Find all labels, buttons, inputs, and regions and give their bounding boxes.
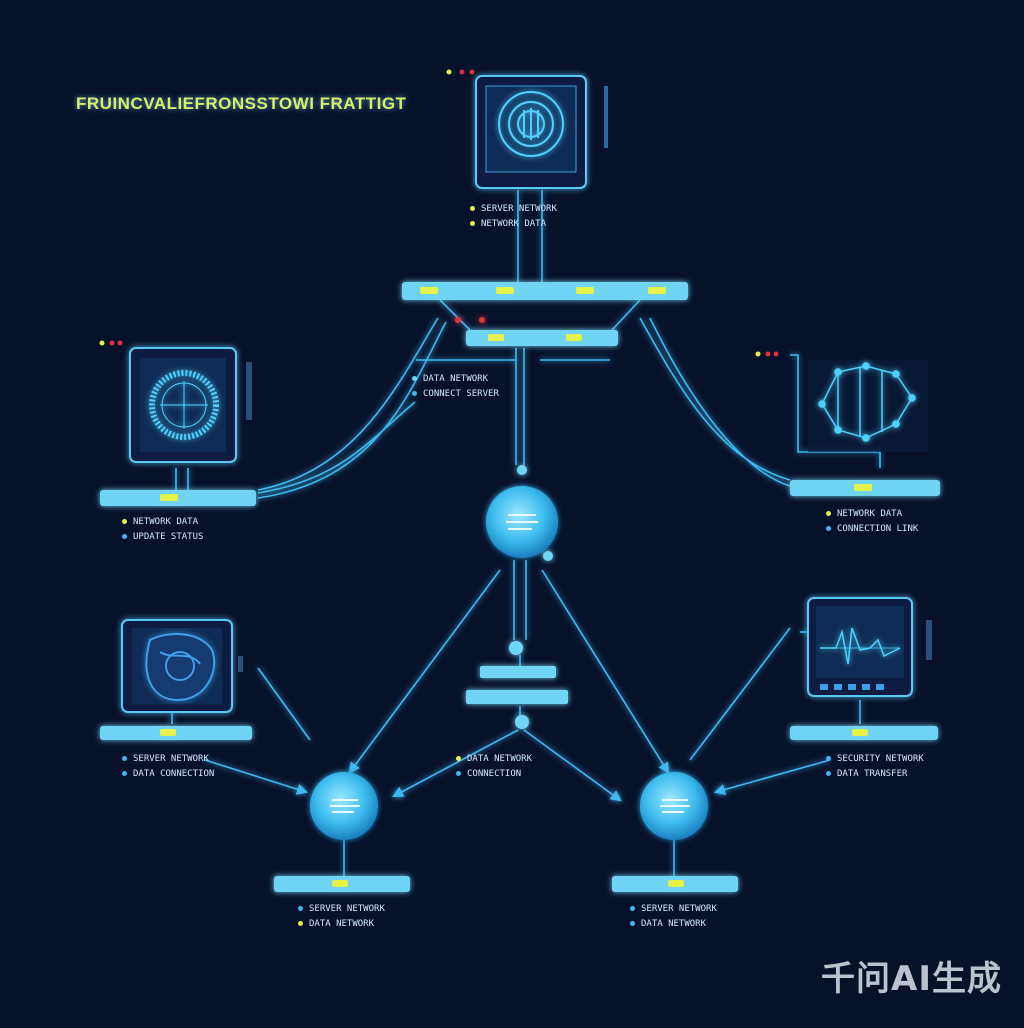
label-line: DATA TRANSFER <box>837 769 908 779</box>
label-line: CONNECTION LINK <box>837 524 919 534</box>
label-left-screen: NETWORK DATA UPDATE STATUS <box>122 515 203 545</box>
label-line: DATA NETWORK <box>423 374 489 384</box>
label-line: NETWORK DATA <box>837 509 903 519</box>
label-top-screen: SERVER NETWORK NETWORK DATA <box>470 202 557 232</box>
label-line: SERVER NETWORK <box>133 754 209 764</box>
label-line: DATA NETWORK <box>641 919 707 929</box>
network-graph-icon <box>818 362 916 442</box>
label-line: CONNECTION <box>467 769 522 779</box>
watermark: 千问AI生成 <box>821 959 1002 999</box>
page-title: FRUINCVALIEFRONSSTOWI FRATTIGT <box>76 94 407 113</box>
label-line: NETWORK DATA <box>481 219 547 229</box>
right-screen <box>755 351 928 452</box>
label-center-lower: DATA NETWORK CONNECTION <box>456 752 532 782</box>
lower-right-screen <box>807 597 932 697</box>
label-line: DATA NETWORK <box>309 919 375 929</box>
label-line: SERVER NETWORK <box>481 204 557 214</box>
globe-map-icon <box>145 633 216 702</box>
label-line: DATA CONNECTION <box>133 769 215 779</box>
label-line: NETWORK DATA <box>133 517 199 527</box>
label-lower-left-screen: SERVER NETWORK DATA CONNECTION <box>122 752 214 782</box>
label-bottom-right-node: SERVER NETWORK DATA NETWORK <box>630 902 717 932</box>
lower-left-screen <box>121 619 243 713</box>
label-line: UPDATE STATUS <box>133 532 204 542</box>
fingerprint-icon <box>498 91 564 157</box>
label-line: CONNECT SERVER <box>423 389 499 399</box>
label-line: DATA NETWORK <box>467 754 533 764</box>
label-line: SECURITY NETWORK <box>837 754 924 764</box>
waveform-chart-icon <box>820 627 901 665</box>
control-bars <box>100 282 940 892</box>
label-center-node: DATA NETWORK CONNECT SERVER <box>412 372 499 402</box>
label-bottom-left-node: SERVER NETWORK DATA NETWORK <box>298 902 385 932</box>
bottom-right-node <box>640 772 708 840</box>
left-screen <box>99 340 252 463</box>
connector-lines <box>171 190 881 876</box>
label-lower-right-screen: SECURITY NETWORK DATA TRANSFER <box>826 752 924 782</box>
bottom-left-node <box>310 772 378 840</box>
circular-scan-icon <box>149 370 219 440</box>
label-line: SERVER NETWORK <box>309 904 385 914</box>
center-node <box>486 465 558 729</box>
top-screen <box>446 69 608 189</box>
label-line: SERVER NETWORK <box>641 904 717 914</box>
label-right-screen: NETWORK DATA CONNECTION LINK <box>826 507 918 537</box>
